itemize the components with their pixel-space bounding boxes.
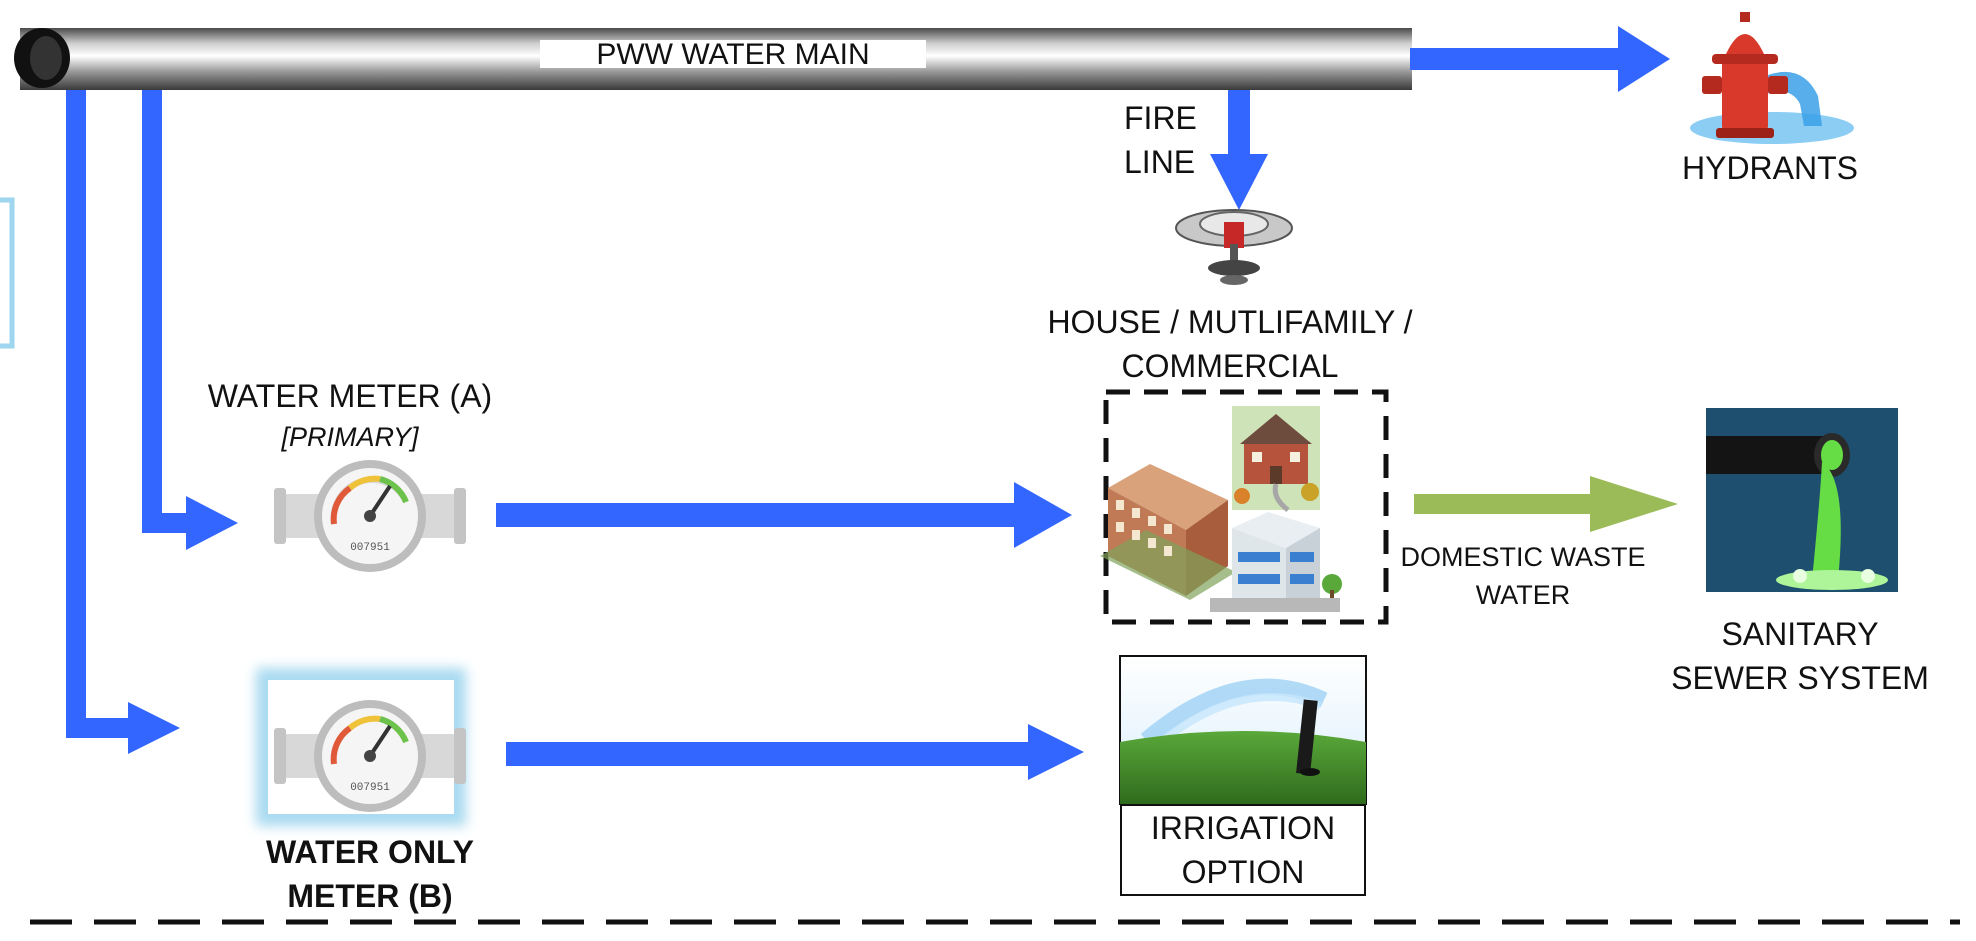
hydrant-flow-arrow <box>1410 26 1670 92</box>
meter-a-label: WATER METER (A) [PRIMARY] <box>207 378 493 452</box>
water-meter-icon: 007951 <box>274 460 466 572</box>
sprinkler-head-icon <box>1175 209 1293 285</box>
sewer-outfall-icon <box>1706 408 1898 592</box>
fire-line-label: FIRE LINE <box>1124 100 1197 180</box>
meter-a-readout: 007951 <box>350 542 390 554</box>
house-icon <box>1232 406 1320 512</box>
meter-a-feed-arrow <box>142 90 238 550</box>
meter-b-label: WATER ONLY METER (B) <box>265 834 474 914</box>
apartment-building-icon <box>1100 464 1236 600</box>
water-main-pipe <box>14 28 1412 90</box>
water-meter-icon: 007951 <box>274 700 466 812</box>
irrigation-label: IRRIGATION OPTION <box>1120 804 1366 896</box>
domestic-waste-label: DOMESTIC WASTE WATER <box>1400 542 1646 610</box>
meter-a-to-buildings-arrow <box>496 482 1072 548</box>
fire-hydrant-icon <box>1690 12 1854 144</box>
hydrants-label: HYDRANTS <box>1681 150 1858 186</box>
meter-b-feed-arrow <box>66 90 180 754</box>
lawn-sprinkler-icon <box>1119 655 1367 805</box>
water-main-label: PWW WATER MAIN <box>540 40 926 70</box>
meter-b-to-irrigation-arrow <box>506 724 1084 780</box>
domestic-waste-arrow <box>1414 476 1678 532</box>
office-building-icon <box>1210 512 1342 612</box>
meter-b-readout: 007951 <box>350 782 390 794</box>
fire-line-arrow <box>1210 90 1268 210</box>
buildings-label: HOUSE / MUTLIFAMILY / COMMERCIAL <box>1047 304 1413 384</box>
sanitary-sewer-label: SANITARY SEWER SYSTEM <box>1671 616 1929 696</box>
left-edge-box <box>0 197 15 349</box>
buildings-group-box <box>1103 389 1389 625</box>
